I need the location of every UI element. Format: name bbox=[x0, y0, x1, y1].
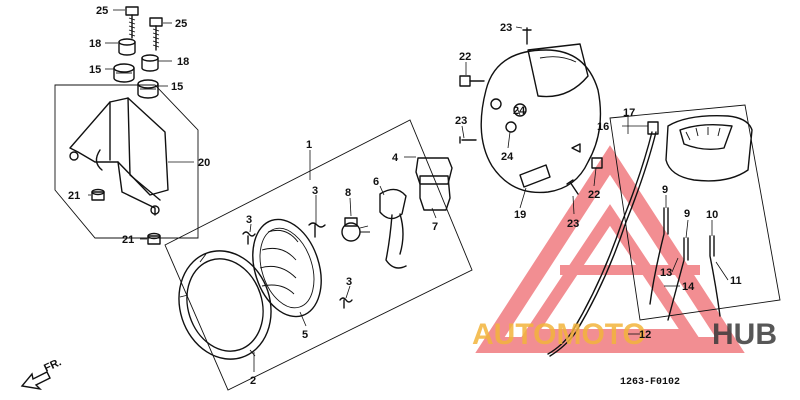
callout-6: 6 bbox=[373, 176, 379, 188]
callout-20: 20 bbox=[198, 157, 210, 169]
callout-5: 5 bbox=[302, 329, 308, 341]
mount-hardware bbox=[113, 6, 163, 99]
watermark-hub-text: HUB bbox=[712, 318, 777, 351]
diagram-code: 1263-F0102 bbox=[620, 377, 680, 388]
callout-10: 10 bbox=[706, 209, 718, 221]
callout-23: 23 bbox=[567, 218, 579, 230]
callout-15: 15 bbox=[171, 81, 183, 93]
callout-25: 25 bbox=[175, 18, 187, 30]
front-direction-indicator: FR. bbox=[20, 356, 63, 391]
callout-24: 24 bbox=[513, 105, 526, 117]
callout-numbers: 25 25 18 18 15 15 20 21 21 1 2 3 3 3 4 5… bbox=[68, 5, 742, 387]
callout-21: 21 bbox=[68, 190, 80, 202]
callout-19: 19 bbox=[514, 209, 526, 221]
callout-23: 23 bbox=[500, 22, 512, 34]
callout-3: 3 bbox=[312, 185, 318, 197]
speedometer bbox=[547, 104, 781, 357]
callout-4: 4 bbox=[392, 152, 399, 164]
front-arrow-icon bbox=[20, 371, 51, 391]
callout-13: 13 bbox=[660, 267, 672, 279]
callout-1: 1 bbox=[306, 139, 312, 151]
callout-24: 24 bbox=[501, 151, 514, 163]
callout-16: 16 bbox=[597, 121, 609, 133]
callout-7: 7 bbox=[432, 221, 438, 233]
watermark-auto-text: AUTOMOTO bbox=[472, 318, 646, 351]
callout-23: 23 bbox=[455, 115, 467, 127]
front-label: FR. bbox=[42, 356, 63, 374]
callout-18: 18 bbox=[89, 38, 101, 50]
watermark-text: AUTOMOTO HUB bbox=[472, 318, 777, 351]
headlight-assembly bbox=[164, 119, 473, 391]
callout-18: 18 bbox=[177, 56, 189, 68]
callout-2: 2 bbox=[250, 375, 256, 387]
headlight-bracket bbox=[54, 84, 199, 245]
callout-15: 15 bbox=[89, 64, 101, 76]
callout-17: 17 bbox=[623, 107, 635, 119]
callout-9: 9 bbox=[684, 208, 690, 220]
callout-3: 3 bbox=[346, 276, 352, 288]
callout-22: 22 bbox=[588, 189, 600, 201]
callout-14: 14 bbox=[682, 281, 695, 293]
callout-12: 12 bbox=[639, 329, 651, 341]
callout-25: 25 bbox=[96, 5, 108, 17]
headlight-case bbox=[459, 27, 603, 195]
callout-8: 8 bbox=[345, 187, 351, 199]
callout-22: 22 bbox=[459, 51, 471, 63]
callout-21: 21 bbox=[122, 234, 134, 246]
callout-11: 11 bbox=[730, 275, 742, 287]
watermark-logo bbox=[475, 145, 745, 353]
callout-3: 3 bbox=[246, 214, 252, 226]
leader-lines bbox=[88, 9, 729, 372]
callout-9: 9 bbox=[662, 184, 668, 196]
